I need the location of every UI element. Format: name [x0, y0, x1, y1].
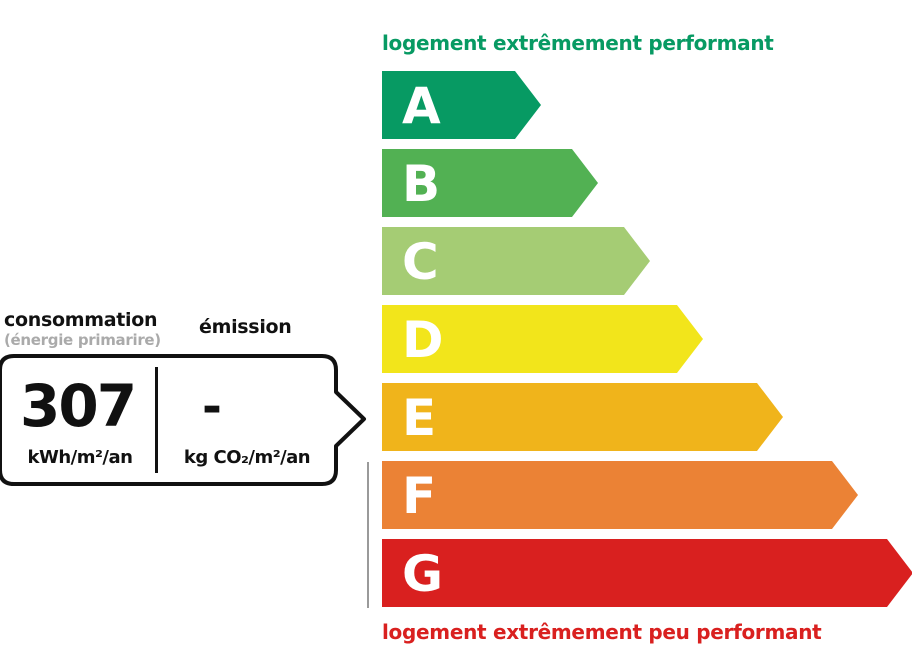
- class-bar-f: [382, 461, 858, 529]
- consumption-sublabel: (énergie primarire): [4, 331, 161, 349]
- consumption-value: 307: [20, 372, 137, 440]
- bottom-caption: logement extrêmement peu performant: [382, 620, 822, 644]
- class-letter-e: E: [402, 389, 436, 447]
- class-bar-b: [382, 149, 598, 217]
- readout-divider: [155, 367, 158, 473]
- class-range-marker: [367, 462, 369, 608]
- emission-unit: kg CO₂/m²/an: [183, 447, 311, 468]
- class-bar-a: [382, 71, 541, 139]
- class-letter-d: D: [402, 311, 444, 369]
- class-bar-e: [382, 383, 783, 451]
- class-letter-a: A: [402, 77, 441, 135]
- emission-label: émission: [199, 316, 292, 338]
- class-letter-f: F: [402, 467, 436, 525]
- consumption-label: consommation: [4, 309, 158, 331]
- class-letter-g: G: [402, 545, 443, 603]
- class-bar-g: [382, 539, 912, 607]
- class-letter-b: B: [402, 155, 440, 213]
- emission-value: -: [202, 379, 222, 435]
- class-bar-d: [382, 305, 703, 373]
- class-letter-c: C: [402, 233, 439, 291]
- consumption-unit: kWh/m²/an: [27, 447, 133, 468]
- class-bar-c: [382, 227, 650, 295]
- top-caption: logement extrêmement performant: [382, 31, 774, 55]
